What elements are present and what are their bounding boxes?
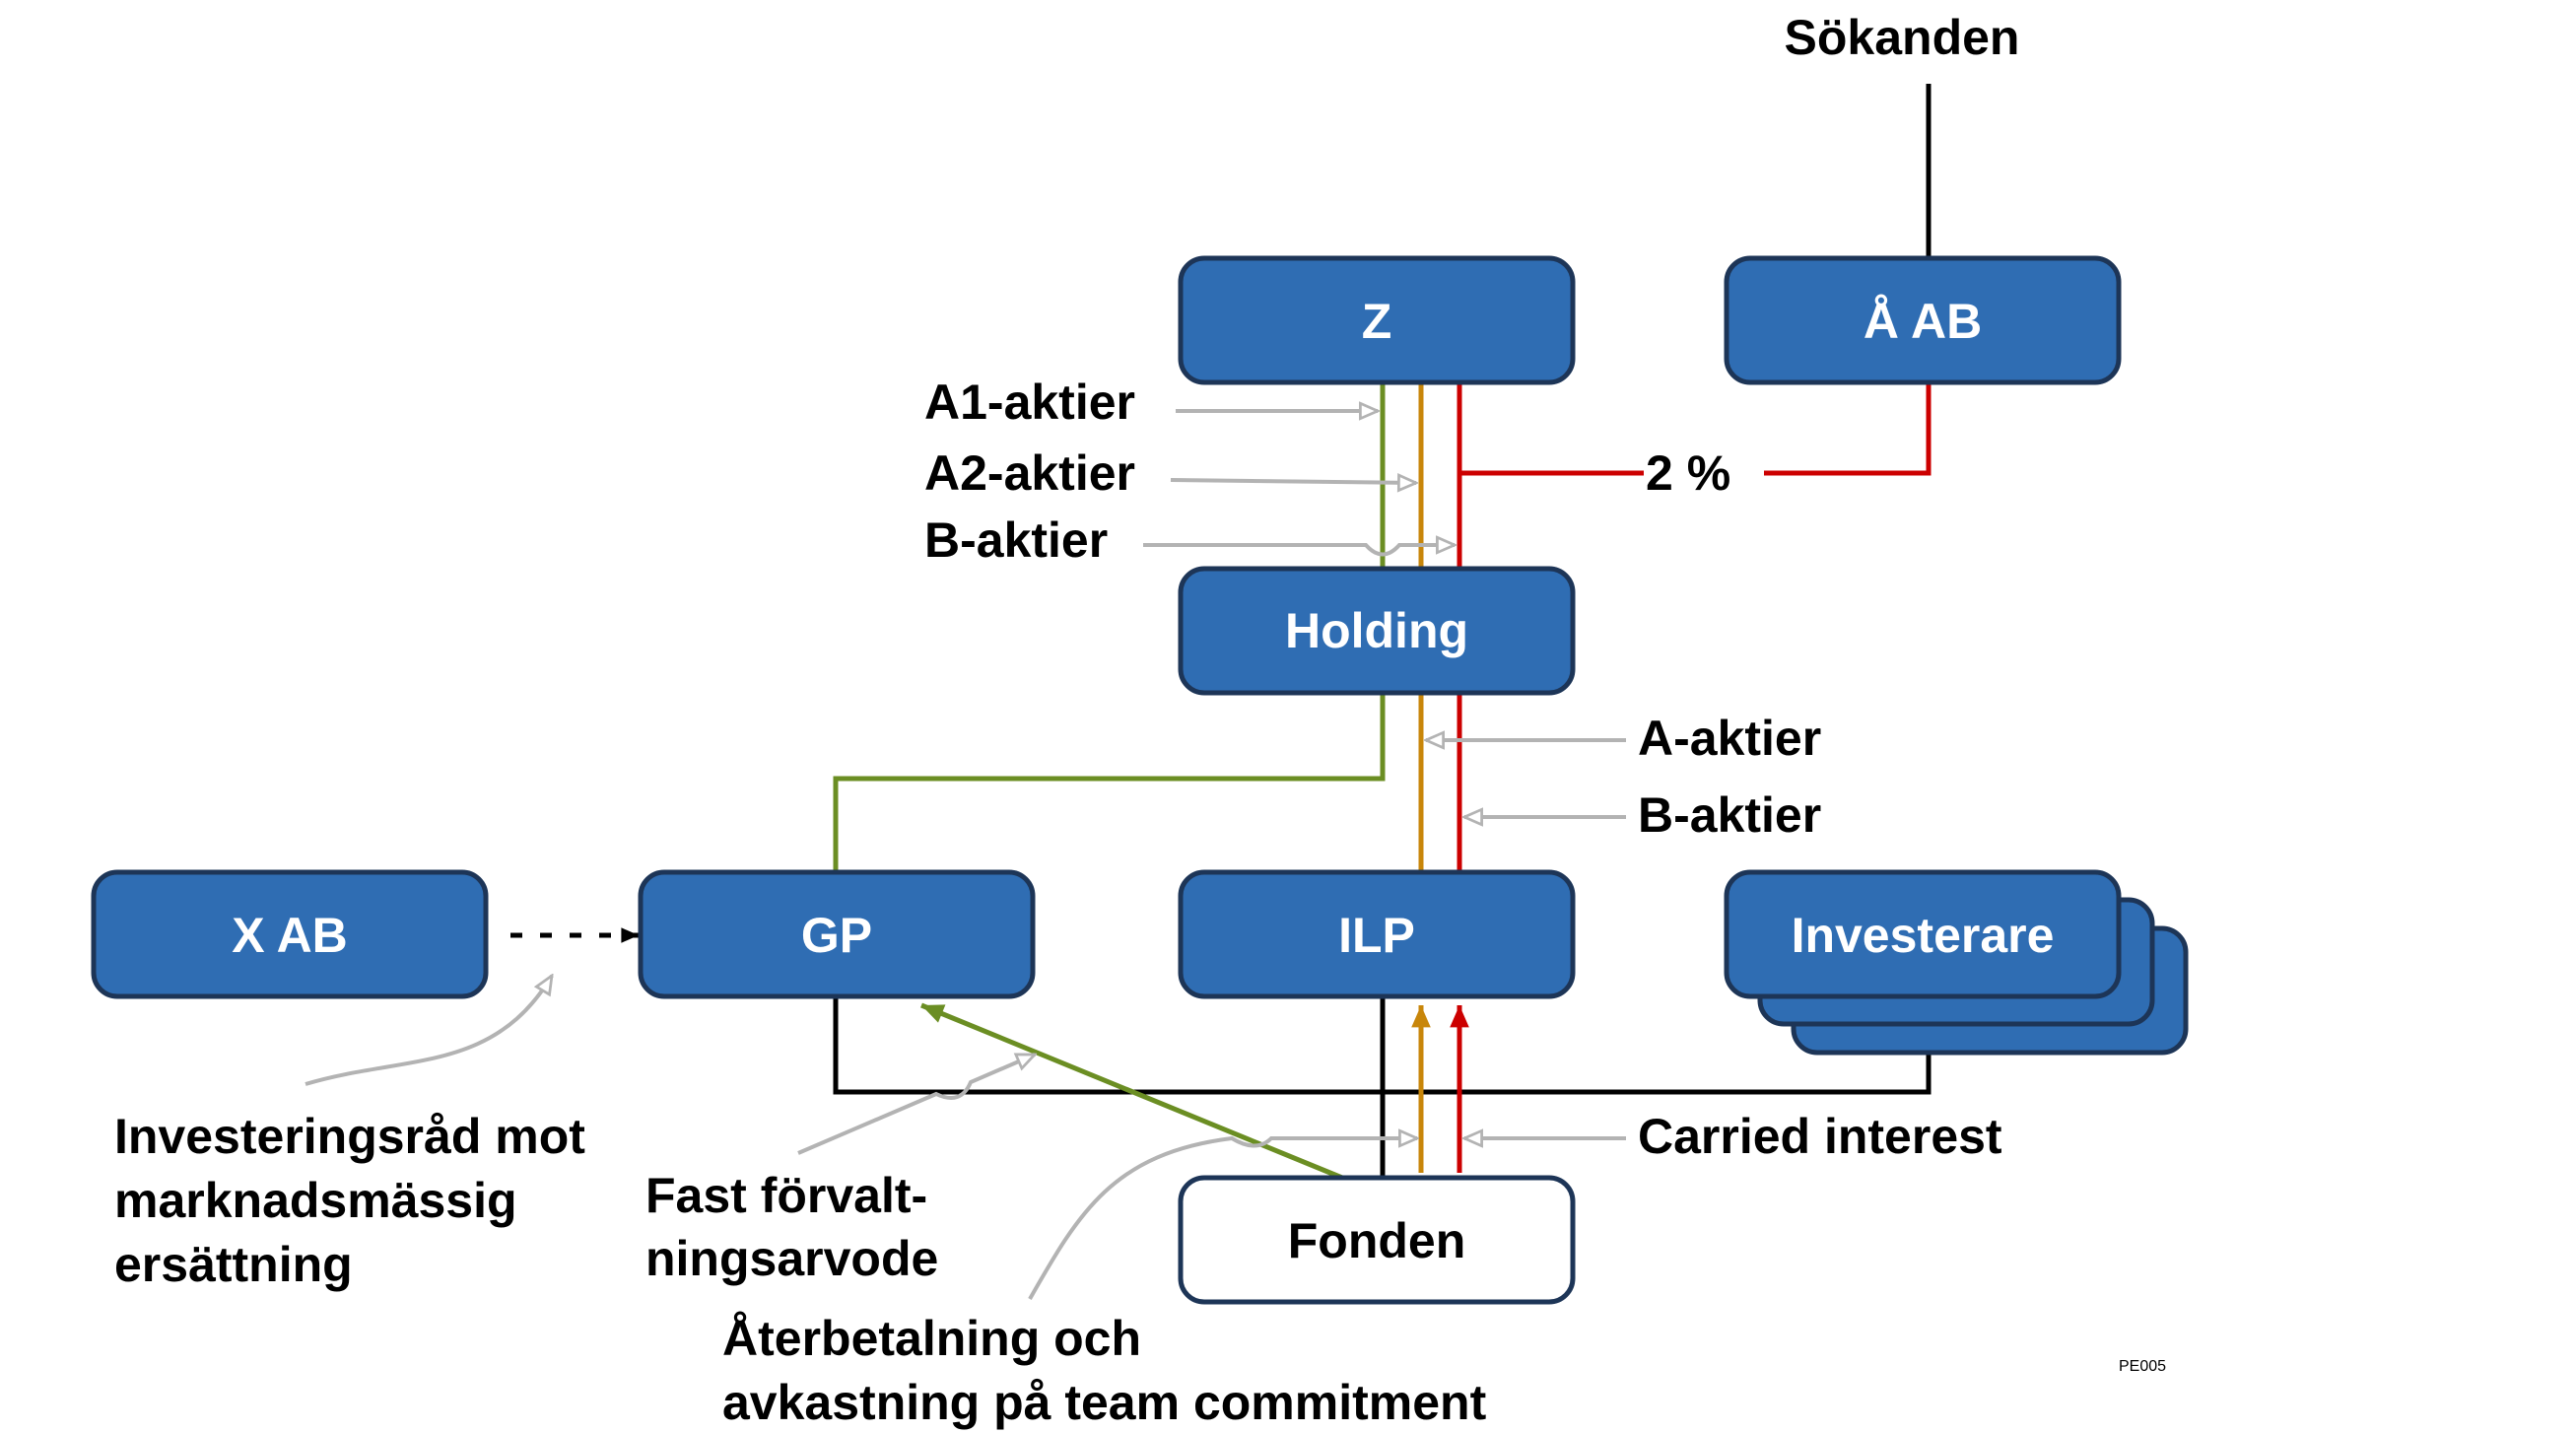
box-z-label: Z [1362,294,1392,349]
box-x-ab: X AB [91,869,489,999]
box-ilp-label: ILP [1338,908,1415,963]
label-fast-forvaltningsarvode-line1: Fast förvalt- [645,1168,927,1223]
label-b-aktier-mid: B-aktier [1638,787,1821,843]
box-holding: Holding [1178,566,1576,696]
green-line-holding-gp [833,693,1386,872]
box-investerare-label: Investerare [1792,908,2055,963]
box-a-ab: Å AB [1724,255,2122,385]
box-ilp: ILP [1178,869,1576,999]
box-z: Z [1178,255,1576,385]
label-sokanden: Sökanden [1785,10,2020,65]
red-line-a-ab [1764,384,1932,476]
box-gp-label: GP [801,908,872,963]
label-fast-forvaltningsarvode-line2: ningsarvode [645,1231,938,1286]
label-a-aktier: A-aktier [1638,711,1821,766]
box-fonden-label: Fonden [1288,1213,1466,1268]
box-investerare-stack: Investerare [1724,869,2189,1056]
label-a1-aktier: A1-aktier [924,375,1135,430]
label-two-percent: 2 % [1646,445,1730,501]
arrow-aterbetalning [1028,1138,1417,1300]
arrow-fast-forvaltningsarvode [797,1053,1035,1155]
box-a-ab-label: Å AB [1864,294,1982,349]
arrow-investeringsrad [305,976,552,1086]
label-aterbetalning-line1: Återbetalning och [722,1311,1141,1366]
label-investeringsrad-line3: ersättning [114,1237,353,1292]
label-document-code: PE005 [2119,1358,2166,1375]
label-investeringsrad-line2: marknadsmässig [114,1173,517,1228]
box-fonden: Fonden [1178,1175,1576,1305]
box-x-ab-label: X AB [232,908,348,963]
label-aterbetalning-line2: avkastning på team commitment [722,1375,1487,1430]
arrow-a2-aktier [1170,480,1416,483]
box-gp: GP [638,869,1036,999]
label-b-aktier-top: B-aktier [924,512,1108,568]
arrow-b-aktier-top [1143,545,1455,557]
green-arrow-fonden-gp [920,1002,1343,1181]
box-holding-label: Holding [1285,603,1468,658]
label-carried-interest: Carried interest [1638,1109,2002,1164]
label-investeringsrad-line1: Investeringsråd mot [114,1109,585,1164]
label-a2-aktier: A2-aktier [924,445,1135,501]
